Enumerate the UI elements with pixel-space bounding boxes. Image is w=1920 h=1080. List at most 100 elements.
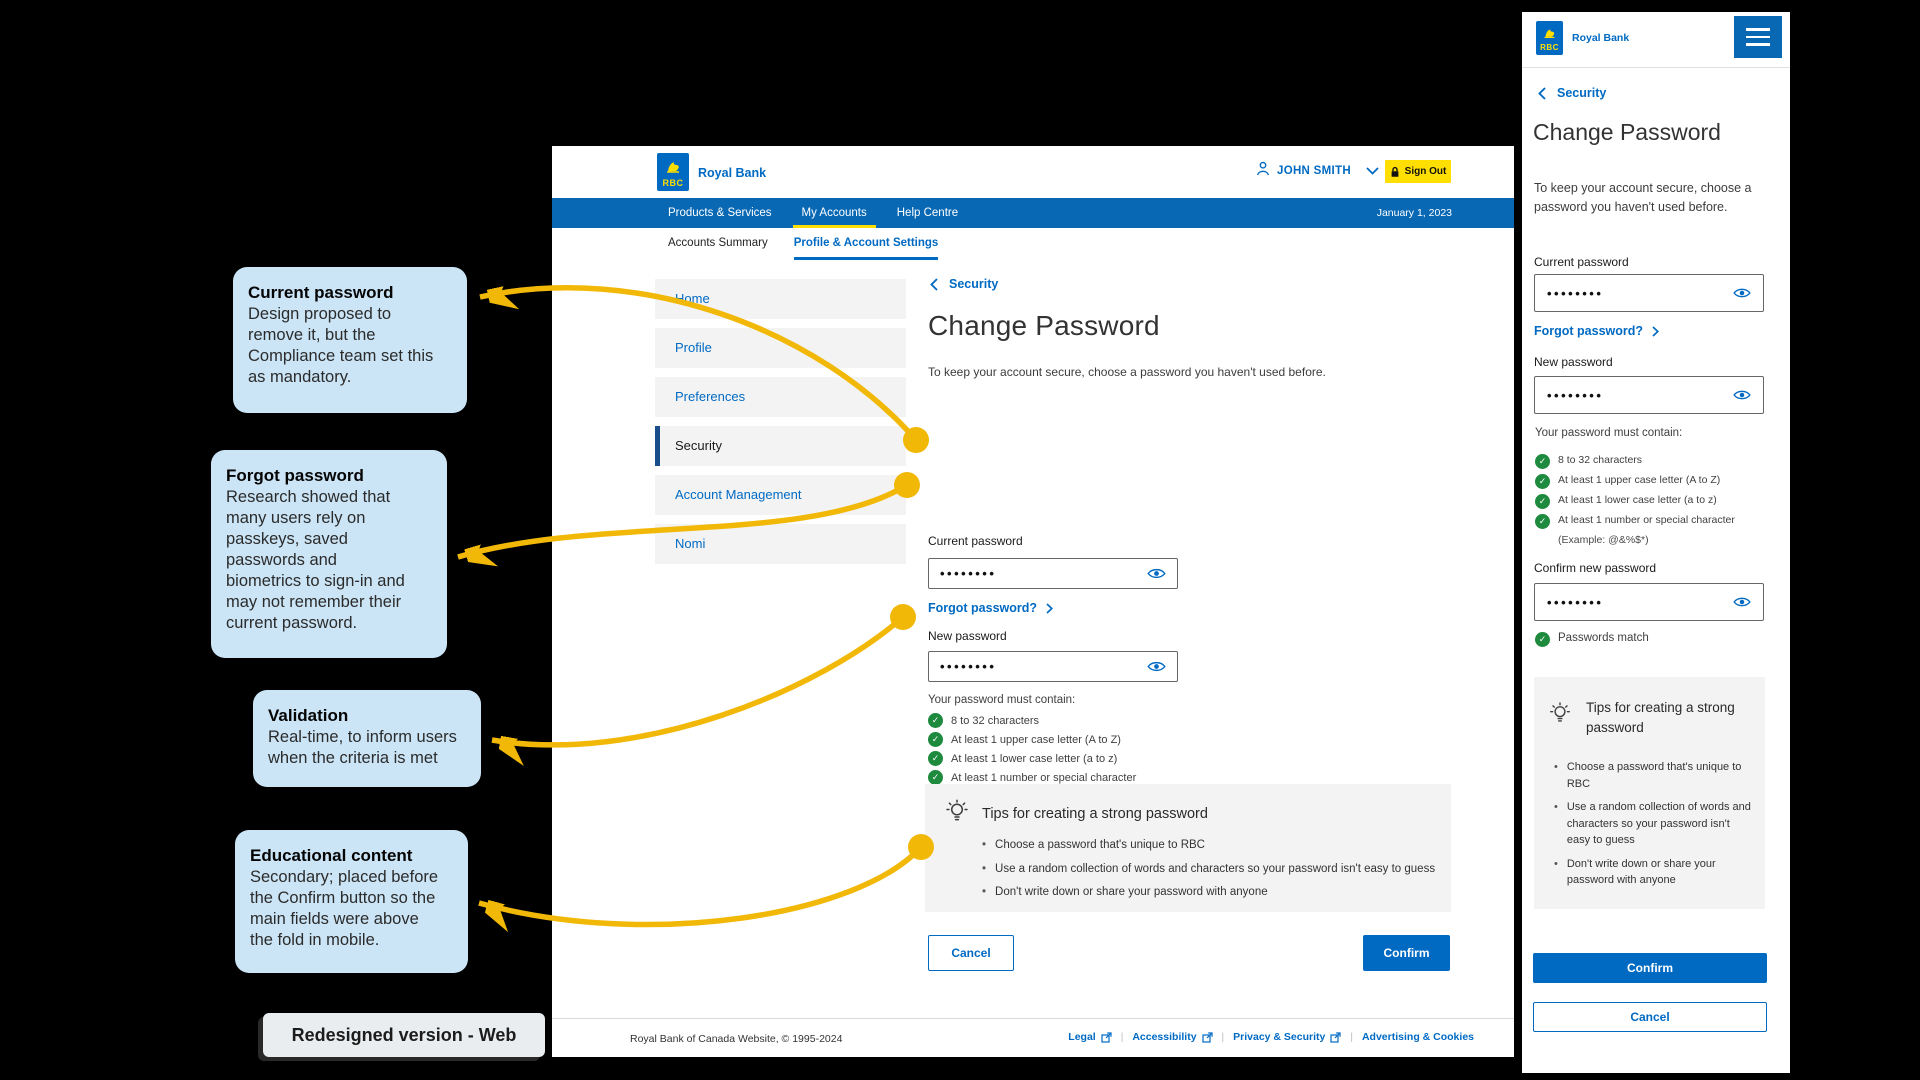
confirm-password-label: Confirm new password — [1534, 561, 1657, 575]
confirm-password-input[interactable]: •••••••• — [1534, 583, 1764, 621]
nav-help-centre[interactable]: Help Centre — [896, 207, 959, 219]
requirement-item: ✓ At least 1 upper case letter (A to Z) — [1535, 474, 1771, 489]
new-password-input[interactable]: •••••••• — [1534, 376, 1764, 414]
confirm-button[interactable]: Confirm — [1533, 953, 1767, 983]
annotation-forgot-password: Forgot password Research showed that man… — [211, 450, 447, 658]
separator: | — [1221, 1031, 1225, 1043]
eye-icon[interactable] — [1733, 389, 1751, 401]
tab-accounts-summary[interactable]: Accounts Summary — [668, 236, 768, 249]
external-link-icon — [1330, 1031, 1341, 1043]
eye-icon[interactable] — [1733, 287, 1751, 299]
footer-divider — [552, 1018, 1514, 1019]
rbc-lion-icon — [657, 153, 689, 179]
annotation-title: Forgot password — [226, 466, 364, 485]
page-title: Change Password — [928, 310, 1160, 341]
sign-out-label: Sign Out — [1404, 166, 1447, 177]
rbc-logo-text: RBC — [1540, 43, 1559, 52]
rbc-logo: RBC — [657, 153, 689, 191]
sidebar-item-account-management[interactable]: Account Management — [655, 475, 906, 515]
nav-products-services[interactable]: Products & Services — [668, 207, 772, 219]
breadcrumb-security[interactable]: Security — [1538, 86, 1606, 100]
forgot-password-label: Forgot password? — [1534, 324, 1644, 338]
nav-my-accounts[interactable]: My Accounts — [792, 198, 876, 228]
masked-password: •••••••• — [940, 659, 997, 674]
check-circle-icon: ✓ — [928, 713, 943, 728]
settings-sidebar: Home Profile Preferences Security Accoun… — [655, 279, 906, 573]
breadcrumb-security[interactable]: Security — [930, 277, 998, 291]
bullet: • — [982, 886, 987, 899]
annotation-body: Real-time, to inform users when the crit… — [268, 727, 457, 767]
requirement-example: (Example: @&%$*) — [1558, 534, 1649, 546]
footer-link-advertising-cookies[interactable]: Advertising & Cookies — [1361, 1031, 1474, 1043]
tip-item: •Use a random collection of words and ch… — [982, 862, 1437, 878]
footer-link-privacy-security[interactable]: Privacy & Security — [1233, 1031, 1341, 1043]
confirm-button[interactable]: Confirm — [1363, 935, 1450, 971]
tip-item: •Use a random collection of words and ch… — [1554, 799, 1754, 849]
requirement-item: ✓ 8 to 32 characters — [928, 713, 1039, 728]
tip-item: •Choose a password that's unique to RBC — [982, 838, 1437, 854]
footer-link-accessibility[interactable]: Accessibility — [1132, 1031, 1213, 1043]
annotation-current-password: Current password Design proposed to remo… — [233, 267, 467, 413]
eye-icon[interactable] — [1733, 596, 1751, 608]
nav-date: January 1, 2023 — [1376, 207, 1452, 219]
current-password-input[interactable]: •••••••• — [928, 558, 1178, 589]
annotation-title: Educational content — [250, 846, 413, 865]
person-icon — [1256, 161, 1270, 181]
sign-out-button[interactable]: Sign Out — [1385, 160, 1451, 183]
requirement-item: ✓ 8 to 32 characters — [1535, 454, 1771, 469]
new-password-input[interactable]: •••••••• — [928, 651, 1178, 682]
rbc-logo: RBC — [1536, 21, 1563, 55]
web-mockup-window: RBC Royal Bank JOHN SMITH Sign Out Prod — [552, 146, 1514, 1057]
primary-nav: Products & Services My Accounts Help Cen… — [552, 198, 1514, 228]
separator: | — [1350, 1031, 1353, 1043]
sidebar-item-profile[interactable]: Profile — [655, 328, 906, 368]
footer-link-legal[interactable]: Legal — [1068, 1031, 1112, 1043]
hamburger-menu-button[interactable] — [1734, 16, 1782, 58]
sidebar-item-nomi[interactable]: Nomi — [655, 524, 906, 564]
forgot-password-link[interactable]: Forgot password? — [928, 601, 1054, 615]
current-password-label: Current password — [1534, 255, 1629, 269]
separator: | — [1120, 1031, 1124, 1043]
chevron-down-icon — [1366, 162, 1379, 180]
cancel-button[interactable]: Cancel — [928, 935, 1014, 971]
tip-item: •Choose a password that's unique to RBC — [1554, 759, 1754, 792]
mobile-mockup-window: RBC Royal Bank Security Change Password … — [1522, 12, 1790, 1073]
sidebar-item-security[interactable]: Security — [655, 426, 906, 466]
check-circle-icon: ✓ — [1535, 454, 1550, 469]
current-password-label: Current password — [928, 534, 1023, 548]
page-description: To keep your account secure, choose a pa… — [928, 365, 1326, 379]
tips-title: Tips for creating a strong password — [1586, 700, 1735, 735]
tip-item: •Don't write down or share your password… — [982, 885, 1437, 901]
cancel-button[interactable]: Cancel — [1533, 1002, 1767, 1032]
forgot-password-label: Forgot password? — [928, 601, 1038, 615]
web-header: RBC Royal Bank JOHN SMITH Sign Out — [552, 146, 1514, 198]
bullet: • — [1554, 761, 1558, 773]
annotation-educational-content: Educational content Secondary; placed be… — [235, 830, 468, 973]
page-description: To keep your account secure, choose a pa… — [1534, 181, 1752, 214]
sidebar-item-home[interactable]: Home — [655, 279, 906, 319]
footer-links: Legal | Accessibility | Privacy & Securi… — [1068, 1031, 1474, 1043]
annotation-title: Current password — [248, 283, 394, 302]
tips-title: Tips for creating a strong password — [982, 806, 1208, 822]
user-menu[interactable]: JOHN SMITH — [1256, 161, 1379, 181]
check-circle-icon: ✓ — [1535, 494, 1550, 509]
web-footer: Royal Bank of Canada Website, © 1995-202… — [552, 1019, 1514, 1057]
eye-icon[interactable] — [1147, 567, 1166, 580]
bullet: • — [1554, 857, 1558, 870]
current-password-input[interactable]: •••••••• — [1534, 274, 1764, 312]
check-circle-icon: ✓ — [928, 751, 943, 766]
eye-icon[interactable] — [1147, 660, 1166, 673]
lock-icon — [1390, 166, 1400, 178]
new-password-label: New password — [1534, 355, 1613, 369]
mobile-header: RBC Royal Bank — [1522, 12, 1790, 68]
bullet: • — [1554, 801, 1558, 813]
sidebar-item-preferences[interactable]: Preferences — [655, 377, 906, 417]
masked-password: •••••••• — [1547, 285, 1604, 301]
tab-profile-account-settings[interactable]: Profile & Account Settings — [793, 228, 939, 260]
annotation-validation: Validation Real-time, to inform users wh… — [253, 690, 481, 787]
check-circle-icon: ✓ — [928, 732, 943, 747]
page-title: Change Password — [1533, 119, 1721, 145]
masked-password: •••••••• — [1547, 387, 1604, 403]
forgot-password-link[interactable]: Forgot password? — [1534, 324, 1660, 338]
